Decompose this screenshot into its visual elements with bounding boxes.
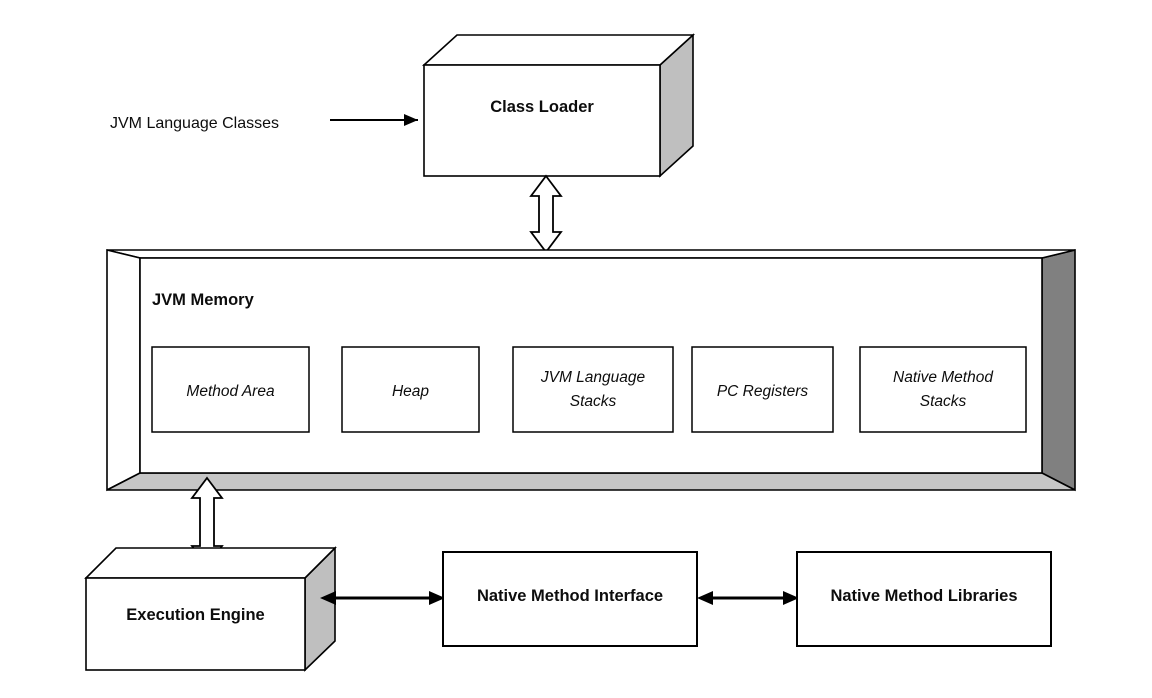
native-method-interface-to-libraries-arrow	[697, 591, 799, 605]
native-method-libraries-label: Native Method Libraries	[830, 587, 1017, 605]
execution-engine-top-face	[84, 547, 337, 579]
memory-region-box	[859, 346, 1027, 433]
jvm-memory-top-edge	[106, 249, 1076, 259]
class-loader-label: Class Loader	[490, 98, 594, 116]
memory-region-pc-registers[interactable]: PC Registers	[691, 346, 834, 433]
arrowhead-right-icon	[429, 591, 445, 605]
block-arrow-vertical-icon	[529, 174, 563, 254]
memory-region-box	[512, 346, 674, 433]
native-method-interface-label: Native Method Interface	[477, 587, 663, 605]
memory-region-box	[151, 346, 310, 433]
memory-region-label-line2: Stacks	[570, 393, 617, 410]
arrowhead-right-icon	[404, 114, 418, 126]
classes-to-class-loader-arrow	[330, 114, 418, 126]
arrowhead-right-icon	[783, 591, 799, 605]
memory-region-label-line2: Stacks	[920, 393, 967, 410]
jvm-memory-box[interactable]: JVM Memory Method Area Heap JVM Language…	[106, 248, 1076, 492]
jvm-memory-label: JVM Memory	[152, 291, 255, 309]
memory-region-label: Method Area	[186, 383, 275, 400]
jvm-memory-left-face	[106, 248, 141, 492]
arrowhead-left-icon	[320, 591, 336, 605]
input-label-group: JVM Language Classes	[110, 114, 418, 132]
memory-region-label: Native Method	[893, 369, 994, 386]
memory-region-method-area[interactable]: Method Area	[151, 346, 310, 433]
memory-region-label: Heap	[392, 383, 429, 400]
jvm-memory-bottom-face	[106, 472, 1076, 491]
class-loader-to-jvm-memory-arrow	[529, 174, 563, 254]
memory-region-native-method-stacks[interactable]: Native Method Stacks	[859, 346, 1027, 433]
execution-engine-to-native-method-interface-arrow	[320, 591, 445, 605]
execution-engine-front-face	[85, 577, 306, 671]
memory-region-box	[341, 346, 480, 433]
native-method-libraries-box[interactable]: Native Method Libraries	[796, 551, 1052, 647]
memory-region-label: PC Registers	[717, 383, 809, 400]
native-method-interface-rect	[442, 551, 698, 647]
class-loader-top-face	[421, 34, 696, 66]
memory-region-box	[691, 346, 834, 433]
memory-region-label: JVM Language	[540, 369, 646, 386]
execution-engine-box[interactable]: Execution Engine	[84, 546, 337, 672]
jvm-language-classes-label: JVM Language Classes	[110, 115, 279, 132]
arrowhead-left-icon	[697, 591, 713, 605]
native-method-interface-box[interactable]: Native Method Interface	[442, 551, 698, 647]
class-loader-box[interactable]: Class Loader	[421, 33, 696, 178]
memory-region-heap[interactable]: Heap	[341, 346, 480, 433]
class-loader-front-face	[423, 64, 661, 177]
execution-engine-label: Execution Engine	[126, 606, 264, 624]
jvm-memory-right-face	[1041, 248, 1076, 492]
native-method-libraries-rect	[796, 551, 1052, 647]
memory-region-jvm-language-stacks[interactable]: JVM Language Stacks	[512, 346, 674, 433]
